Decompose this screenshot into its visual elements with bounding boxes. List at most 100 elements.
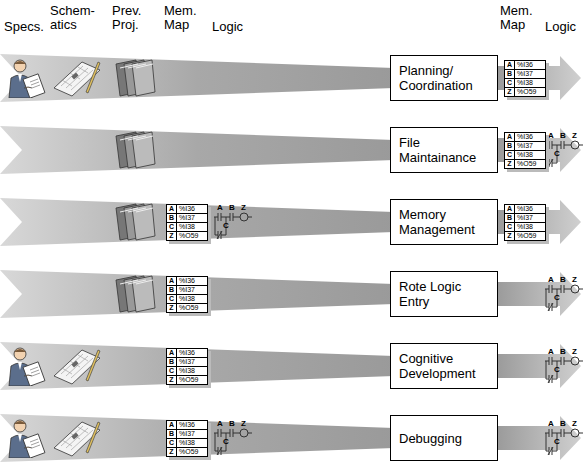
- memory-map-row: B%I37: [167, 429, 207, 438]
- column-header: Mem. Map: [500, 4, 540, 32]
- map-address: %I38: [177, 439, 207, 447]
- map-key: C: [167, 367, 177, 375]
- contact-label: A: [548, 419, 554, 428]
- books-icon: [112, 130, 156, 170]
- books-icon: [112, 58, 156, 98]
- memory-map-row: A%I36: [505, 61, 545, 69]
- flow-arrow: [0, 270, 394, 318]
- map-key: A: [167, 349, 177, 357]
- map-key: Z: [505, 232, 515, 240]
- map-address: %I38: [177, 367, 207, 375]
- contact-label: A: [548, 347, 554, 356]
- column-header: Mem. Map: [164, 4, 204, 32]
- books-icon: [112, 202, 156, 242]
- map-key: B: [167, 358, 177, 366]
- map-key: B: [167, 430, 177, 438]
- map-key: B: [167, 286, 177, 294]
- flow-arrow: [0, 54, 394, 102]
- process-label: Planning/ Coordination: [399, 63, 489, 93]
- map-key: C: [505, 79, 515, 87]
- map-address: %I37: [515, 70, 545, 78]
- column-header: Schem- atics: [50, 4, 98, 32]
- map-key: B: [505, 70, 515, 78]
- contact-label: Z: [241, 419, 246, 428]
- ladder-logic: ABZC: [545, 419, 583, 457]
- contact-label: C: [223, 221, 229, 230]
- contact-label: A: [548, 275, 554, 284]
- map-key: C: [505, 151, 515, 159]
- map-key: Z: [167, 232, 177, 240]
- map-address: %I37: [515, 142, 545, 150]
- memory-map-row: C%I38: [167, 366, 207, 375]
- flow-arrow: [0, 414, 394, 462]
- contact-label: C: [223, 437, 229, 446]
- memory-map-row: B%I37: [505, 213, 545, 222]
- map-key: Z: [505, 88, 515, 96]
- contact-label: A: [548, 131, 554, 140]
- contact-label: B: [560, 419, 566, 428]
- memory-map-row: A%I36: [167, 205, 207, 213]
- contact-label: B: [560, 131, 566, 140]
- memory-map-table: A%I36B%I37C%I38Z%O59: [166, 348, 208, 385]
- process-label: Memory Management: [399, 207, 489, 237]
- map-address: %I36: [177, 205, 207, 213]
- map-address: %O59: [515, 232, 545, 240]
- ladder-logic: ABZC: [545, 347, 583, 385]
- map-key: A: [505, 205, 515, 213]
- ladder-logic: ABZ C: [545, 275, 583, 313]
- contact-label: B: [560, 347, 566, 356]
- map-key: Z: [505, 160, 515, 168]
- map-key: C: [167, 295, 177, 303]
- process-box: Planning/ Coordination: [390, 55, 498, 101]
- flow-arrow: [496, 128, 581, 172]
- memory-map-row: B%I37: [167, 285, 207, 294]
- memory-map-row: C%I38: [167, 294, 207, 303]
- column-header: Prev. Proj.: [112, 4, 152, 32]
- process-box: Rote Logic Entry: [390, 271, 498, 317]
- memory-map-row: Z%O59: [505, 87, 545, 96]
- contact-label: A: [217, 419, 223, 428]
- process-label: File Maintainance: [399, 135, 489, 165]
- map-key: B: [505, 142, 515, 150]
- memory-map-table: A%I36B%I37C%I38Z%O59: [166, 204, 208, 241]
- memory-map-row: C%I38: [505, 78, 545, 87]
- contact-label: Z: [572, 275, 577, 284]
- map-key: B: [167, 214, 177, 222]
- ladder-logic: ABZC: [214, 203, 252, 241]
- contact-label: Z: [572, 347, 577, 356]
- person-icon: [6, 58, 50, 98]
- contact-label: C: [554, 293, 560, 302]
- map-address: %I37: [177, 358, 207, 366]
- memory-map-row: C%I38: [505, 150, 545, 159]
- memory-map-row: A%I36: [505, 205, 545, 213]
- memory-map-table: A%I36B%I37C%I38Z%O59: [504, 132, 546, 169]
- map-address: %O59: [515, 88, 545, 96]
- memory-map-row: C%I38: [167, 438, 207, 447]
- memory-map-row: C%I38: [167, 222, 207, 231]
- flow-arrow: [496, 56, 581, 100]
- contact-label: Z: [572, 131, 577, 140]
- contact-label: B: [229, 203, 235, 212]
- memory-map-row: B%I37: [167, 357, 207, 366]
- memory-map-row: A%I36: [167, 277, 207, 285]
- contact-label: B: [560, 275, 566, 284]
- map-key: A: [167, 421, 177, 429]
- map-address: %I37: [177, 214, 207, 222]
- map-address: %I38: [515, 79, 545, 87]
- map-key: C: [167, 223, 177, 231]
- map-key: A: [167, 277, 177, 285]
- memory-map-table: A%I36B%I37C%I38Z%O59: [166, 420, 208, 457]
- process-box: Memory Management: [390, 199, 498, 245]
- map-key: Z: [167, 376, 177, 384]
- map-key: C: [167, 439, 177, 447]
- process-label: Debugging: [399, 431, 462, 446]
- column-header: Specs.: [4, 20, 44, 34]
- map-address: %I38: [515, 151, 545, 159]
- memory-map-row: C%I38: [505, 222, 545, 231]
- map-address: %O59: [177, 376, 207, 384]
- person-icon: [6, 418, 50, 458]
- ladder-logic: ABZC: [214, 419, 252, 457]
- person-icon: [6, 346, 50, 386]
- memory-map-table: A%I36B%I37C%I38Z%O59: [504, 60, 546, 97]
- map-address: %I36: [515, 205, 545, 213]
